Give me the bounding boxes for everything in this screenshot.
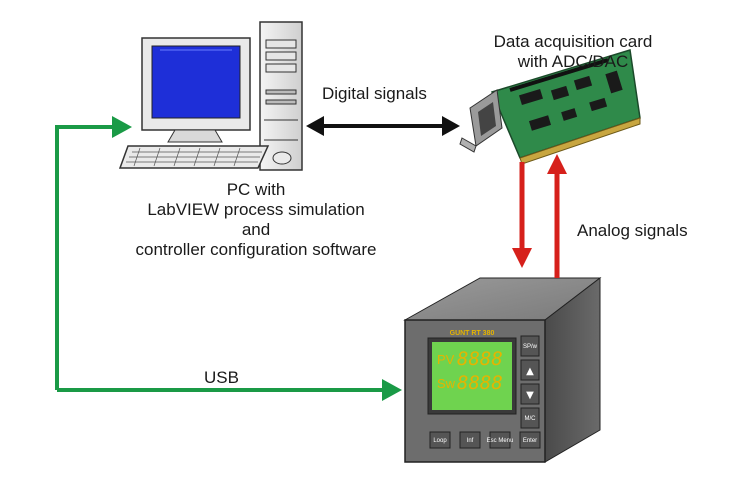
mode-button[interactable]: M/C — [520, 407, 540, 429]
process-controller-icon: GUNT RT 380 PV 8888 Sw 8888 SP/w ▲ ▼ M/C… — [403, 276, 602, 463]
pc-label-line3: and — [241, 220, 271, 239]
pc-label: PC with LabVIEW process simulation and c… — [60, 180, 452, 260]
analog-signals-down-arrow — [512, 162, 532, 268]
daq-card-icon — [459, 49, 641, 165]
daq-label: Data acquisition card with ADC/DAC — [448, 32, 698, 72]
usb-connection-arrow — [55, 116, 402, 401]
digital-signals-arrow — [306, 116, 460, 136]
analog-signals-up-arrow — [547, 154, 567, 278]
down-button[interactable]: ▼ — [520, 383, 540, 405]
svg-text:SP/w: SP/w — [523, 344, 538, 350]
enter-button[interactable]: Enter — [519, 431, 541, 449]
esc-menu-button[interactable]: Esc Menu — [487, 431, 514, 449]
down-arrow-icon: ▼ — [526, 390, 534, 401]
pc-label-line4: controller configuration software — [135, 240, 377, 259]
controller-brand: GUNT RT 380 — [450, 330, 495, 337]
svg-text:M/C: M/C — [525, 416, 537, 422]
up-arrow-icon: ▲ — [526, 366, 534, 377]
pc-label-line1: PC with — [226, 180, 286, 199]
svg-text:Esc Menu: Esc Menu — [487, 438, 514, 444]
sw-label: Sw — [437, 376, 456, 391]
pv-value: 8888 — [457, 348, 503, 370]
analog-signals-label: Analog signals — [577, 221, 688, 240]
sp-button[interactable]: SP/w — [520, 335, 540, 357]
usb-label: USB — [204, 368, 239, 387]
up-button[interactable]: ▲ — [520, 359, 540, 381]
pv-label: PV — [437, 352, 455, 367]
pc-computer-icon — [118, 21, 303, 171]
pc-label-line2: LabVIEW process simulation — [147, 200, 365, 219]
inf-button[interactable]: Inf — [459, 431, 481, 449]
daq-label-line2: with ADC/DAC — [517, 52, 629, 71]
svg-text:Inf: Inf — [467, 438, 474, 444]
sw-value: 8888 — [457, 372, 503, 394]
loop-button[interactable]: Loop — [429, 431, 451, 449]
svg-text:Loop: Loop — [433, 438, 447, 444]
digital-signals-label: Digital signals — [322, 84, 427, 103]
daq-label-line1: Data acquisition card — [493, 32, 653, 51]
svg-text:Enter: Enter — [523, 438, 537, 444]
